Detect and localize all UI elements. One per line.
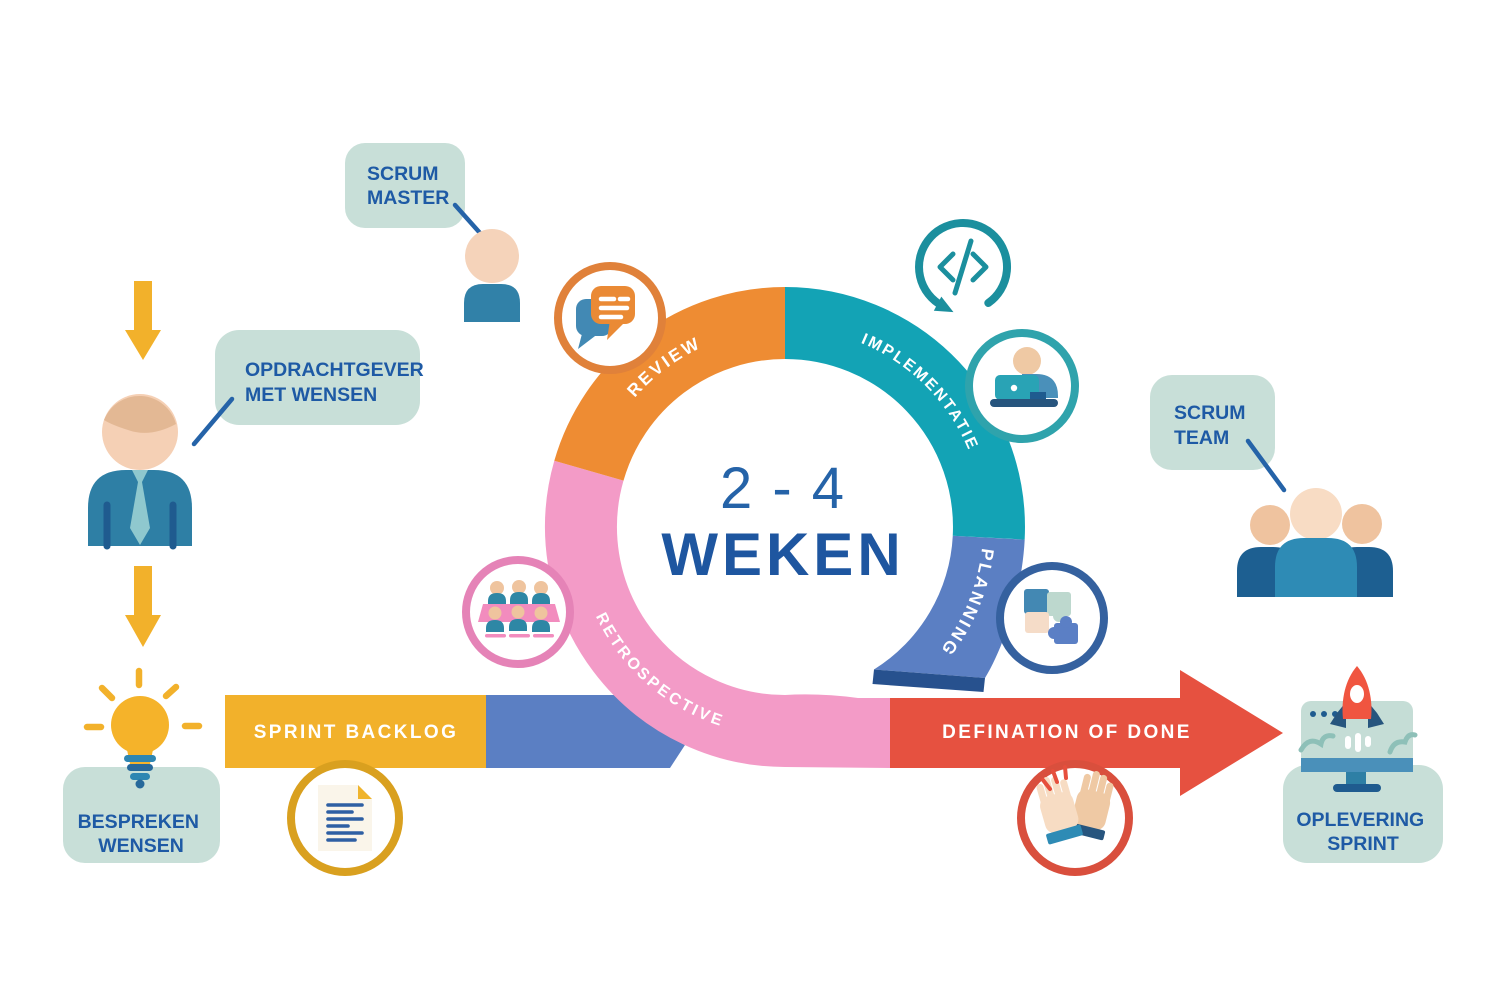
meeting-front-row (485, 605, 554, 638)
rocket-launch-monitor-icon (1298, 666, 1418, 792)
callout-bespreken-wensen: BESPREKEN WENSEN (63, 767, 220, 863)
sprint-backlog-label: SPRINT BACKLOG (254, 722, 459, 743)
document-icon (287, 760, 403, 876)
scrum-master-person-icon (464, 229, 520, 322)
callout-oplevering-sprint: OPLEVERING SPRINT (1283, 765, 1443, 863)
ring-segment-implementatie (784, 287, 1025, 540)
scrum-master-connector (452, 202, 483, 236)
ring-segment-review (554, 287, 786, 482)
callout-scrum-master: SCRUM MASTER (345, 143, 483, 236)
planning-end-edge (872, 669, 985, 692)
flow-arrow-bottom (125, 566, 161, 647)
bespreken-wensen-label: BESPREKEN WENSEN (78, 811, 205, 857)
ring-segment-planning (874, 535, 1025, 678)
duration-range: 2 - 4 (720, 456, 846, 521)
clap-right-hand (1072, 770, 1114, 841)
speech-bubbles-icon (554, 262, 666, 374)
rocket-exhaust (1345, 733, 1371, 752)
meeting-back-row (488, 580, 550, 606)
puzzle-pieces-icon (996, 562, 1108, 674)
callout-opdrachtgever: OPDRACHTGEVER MET WENSEN (191, 330, 429, 447)
sprint-backlog-bar: SPRINT BACKLOG (225, 695, 685, 768)
opdrachtgever-connector (191, 396, 235, 447)
scrum-team-connector (1245, 438, 1287, 493)
sprint-backlog-rect (225, 695, 486, 768)
lightbulb-icon (83, 667, 203, 789)
developer-at-laptop-icon (965, 329, 1079, 443)
rocket-icon (1330, 666, 1384, 728)
clap-action-marks (1041, 765, 1068, 791)
clapping-hands-icon (1017, 760, 1133, 876)
scrum-team-people-icon (1237, 488, 1393, 597)
opdrachtgever-label: OPDRACHTGEVER MET WENSEN (245, 359, 429, 406)
lightbulb-rays (83, 667, 203, 731)
scrum-team-label: SCRUM TEAM (1174, 402, 1251, 449)
scrum-master-label: SCRUM MASTER (367, 163, 449, 209)
cycle-duration-label: 2 - 4 WEKEN (661, 456, 904, 588)
flow-arrow-top (125, 281, 161, 360)
duration-unit: WEKEN (661, 521, 904, 588)
ring-segment-retrospective (544, 460, 786, 767)
red-arrow-shape (890, 670, 1283, 796)
oplevering-sprint-label: OPLEVERING SPRINT (1296, 809, 1429, 855)
client-person-icon (88, 394, 192, 550)
team-meeting-icon (462, 556, 574, 668)
code-loop-icon (915, 219, 1012, 313)
defination-of-done-label: DEFINATION OF DONE (942, 722, 1192, 743)
ring-pink-tail (785, 694, 890, 768)
callout-scrum-team: SCRUM TEAM (1150, 375, 1287, 493)
defination-of-done-arrow: DEFINATION OF DONE (890, 670, 1283, 796)
